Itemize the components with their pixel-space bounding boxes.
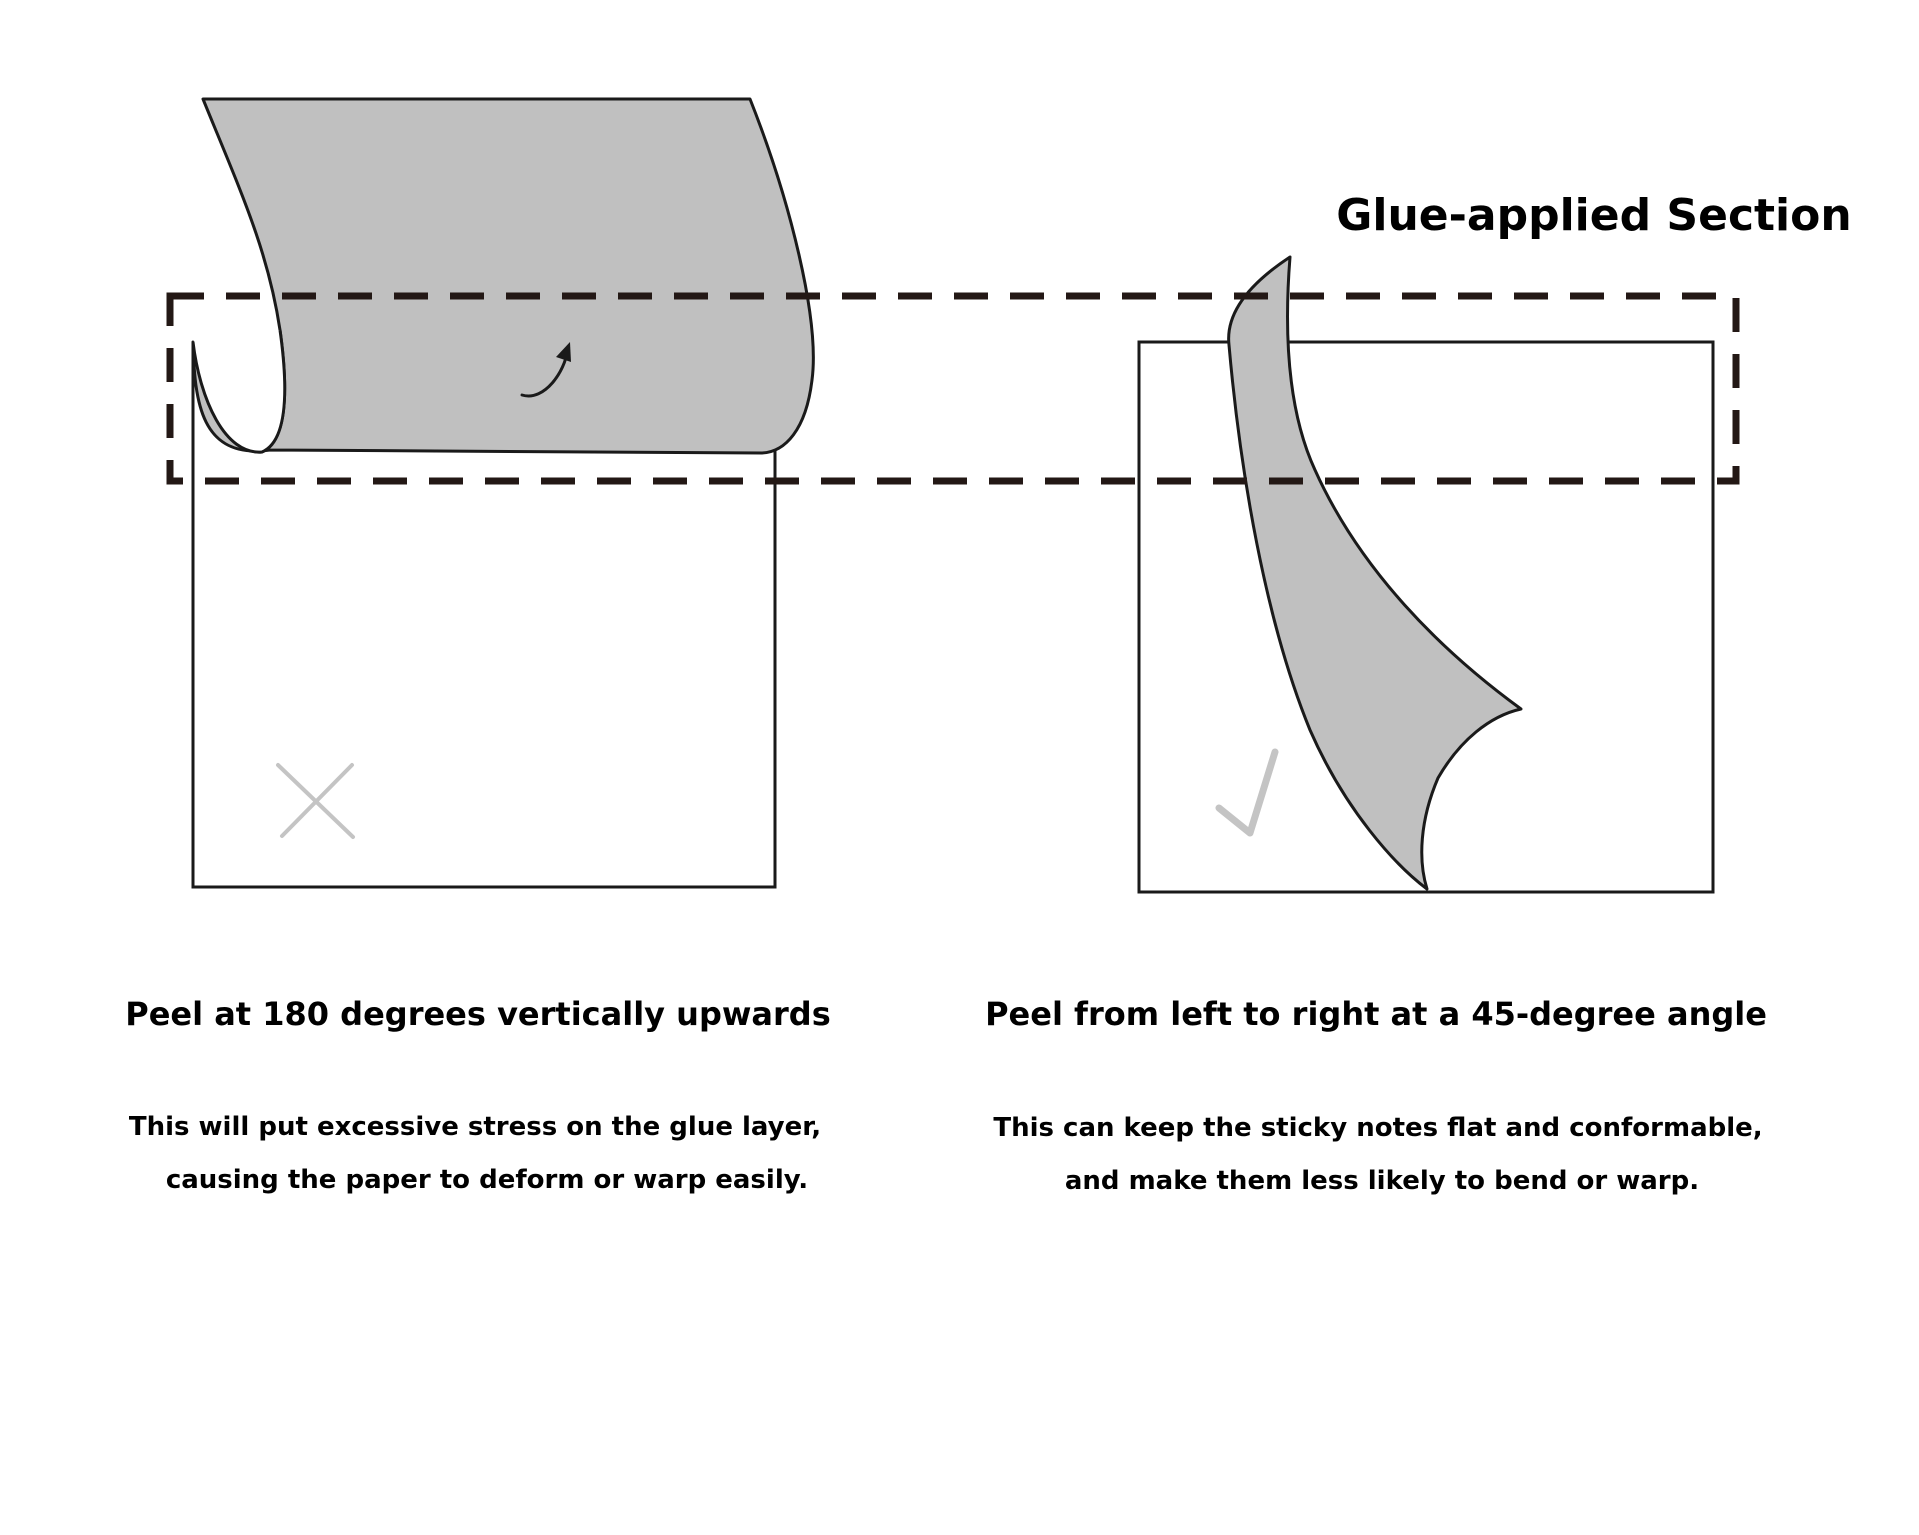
- right-note-line-2: and make them less likely to bend or war…: [1065, 1166, 1699, 1196]
- right-peeled-flap: [1227, 255, 1523, 891]
- right-note-line-1: This can keep the sticky notes flat and …: [993, 1113, 1762, 1143]
- left-note-line-1: This will put excessive stress on the gl…: [129, 1112, 821, 1142]
- left-flap-curl-edge: [191, 329, 287, 454]
- arrow-head: [556, 342, 571, 362]
- glue-applied-region: [166, 292, 1740, 485]
- cross-icon: [276, 763, 355, 839]
- right-caption: Peel from left to right at a 45-degree a…: [985, 995, 1767, 1033]
- left-peeled-flap: [191, 97, 815, 455]
- left-note-line-2: causing the paper to deform or warp easi…: [166, 1165, 808, 1195]
- checkmark-icon: [1215, 748, 1279, 837]
- left-caption: Peel at 180 degrees vertically upwards: [125, 995, 831, 1033]
- glue-section-label: Glue-applied Section: [1336, 190, 1851, 241]
